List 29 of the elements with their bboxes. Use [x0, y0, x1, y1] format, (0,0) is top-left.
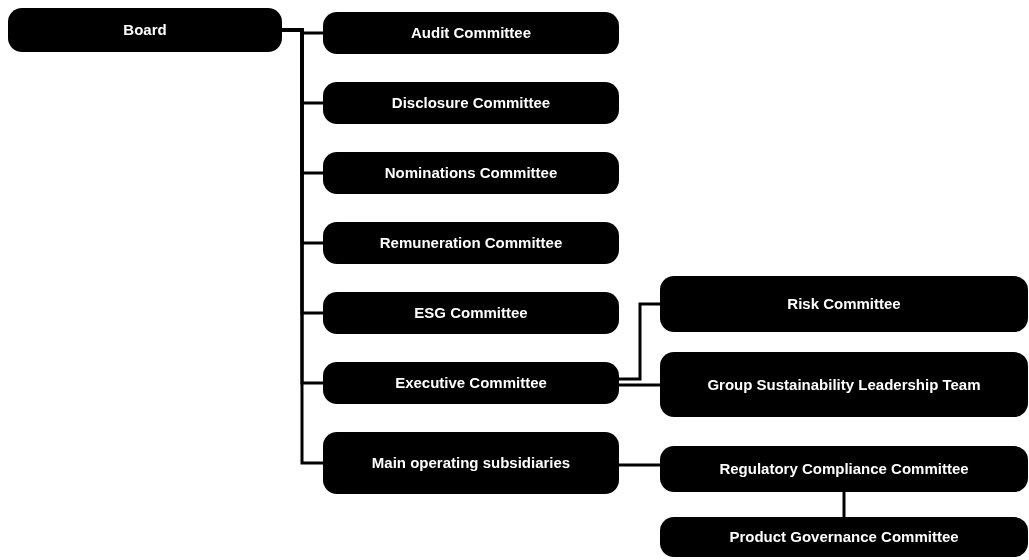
committee-box — [323, 292, 619, 334]
committee-box — [323, 12, 619, 54]
committee-box — [8, 8, 282, 52]
committee-box — [323, 82, 619, 124]
box-label: ESG Committee — [414, 303, 528, 323]
connector-line — [282, 28, 323, 465]
box-label: Product Governance Committee — [729, 527, 959, 547]
committee-box — [660, 517, 1028, 557]
connector-line — [619, 302, 660, 381]
box-label: Audit Committee — [411, 23, 531, 43]
committee-box — [323, 362, 619, 404]
box-label: Executive Committee — [395, 373, 547, 393]
box-label: Board — [123, 20, 167, 40]
committee-box — [323, 222, 619, 264]
committee-box — [323, 432, 619, 494]
box-label: Regulatory Compliance Committee — [719, 459, 969, 479]
committee-box — [660, 352, 1028, 417]
connector-line — [842, 492, 846, 517]
box-label: Nominations Committee — [384, 163, 558, 183]
box-label: Risk Committee — [787, 294, 901, 314]
box-label: Disclosure Committee — [391, 93, 551, 113]
committee-box — [323, 152, 619, 194]
connector-line — [619, 463, 660, 467]
committee-box — [660, 446, 1028, 492]
committee-box — [660, 276, 1028, 332]
box-label: Main operating subsidiaries — [371, 453, 571, 473]
connector-line — [619, 383, 660, 387]
box-label: Remuneration Committee — [379, 233, 563, 253]
box-label: Group Sustainability Leadership Team — [707, 374, 981, 395]
